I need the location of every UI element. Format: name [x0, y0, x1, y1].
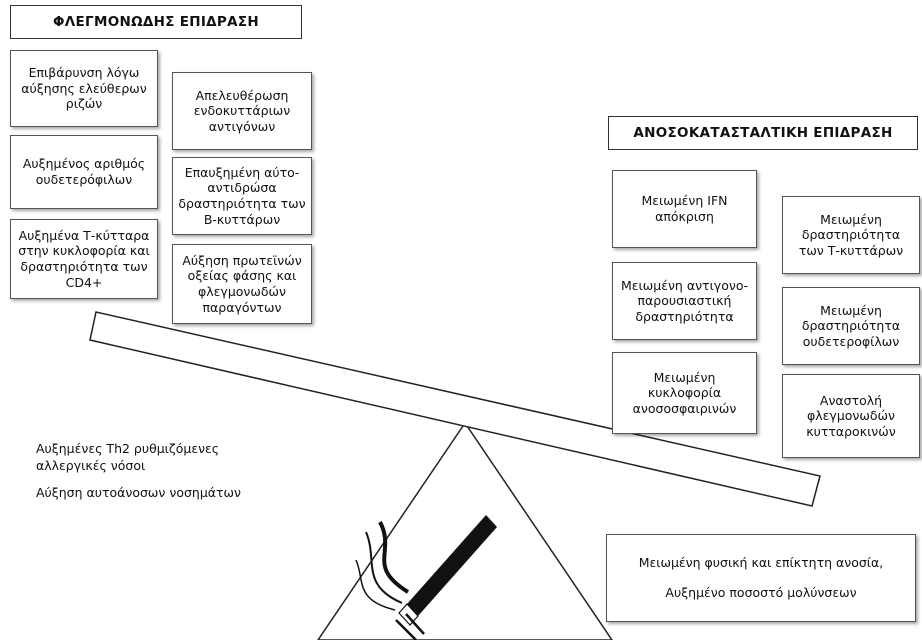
left-col2-item: Επαυξημένη αύτο-αντιδρώσα δραστηριότητα …: [172, 157, 312, 235]
fulcrum-triangle: [317, 421, 613, 640]
right-outcome-text: Μειωμένη φυσική και επίκτητη ανοσία,: [638, 555, 884, 571]
right-outcome-text: Αυξημένο ποσοστό μολύνσεων: [665, 585, 857, 600]
right-col2-item: Αναστολή φλεγμονωδών κυτταροκινών: [782, 374, 920, 458]
left-col1-item: Αυξημένος αριθμός ουδετερόφιλων: [10, 135, 158, 209]
left-col2-item: Αύξηση πρωτεϊνών οξείας φάσης και φλεγμο…: [172, 244, 312, 324]
cigarette-icon: [355, 515, 497, 626]
left-col1-item: Επιβάρυνση λόγω αύξησης ελεύθερων ριζών: [10, 50, 158, 127]
right-col2-item: Μειωμένη δραστηριότητα των Τ-κυττάρων: [782, 196, 920, 274]
balance-beam: [89, 311, 821, 507]
immunosuppressive-effect-title: ΑΝΟΣΟΚΑΤΑΣΤΑΛΤΙΚΗ ΕΠΙΔΡΑΣΗ: [608, 116, 918, 150]
left-outcomes: Αυξημένες Th2 ρυθμιζόμενες αλλεργικές νό…: [36, 441, 276, 512]
no-smoking-mark: [395, 613, 425, 640]
left-outcome-text: Αυξημένες Th2 ρυθμιζόμενες αλλεργικές νό…: [36, 441, 220, 473]
right-col1-item: Μειωμένη IFN απόκριση: [612, 170, 757, 248]
left-col1-item: Αυξημένα Τ-κύτταρα στην κυκλοφορία και δ…: [10, 219, 158, 299]
left-outcome-text: Αύξηση αυτοάνοσων νοσημάτων: [36, 484, 241, 500]
right-outcomes-box: Μειωμένη φυσική και επίκτητη ανοσία, Αυξ…: [606, 534, 916, 622]
right-col2-item: Μειωμένη δραστηριότητα ουδετεροφίλων: [782, 287, 920, 365]
left-col2-item: Απελευθέρωση ενδοκυττάριων αντιγόνων: [172, 72, 312, 150]
inflammatory-effect-title: ΦΛΕΓΜΟΝΩΔΗΣ ΕΠΙΔΡΑΣΗ: [10, 5, 302, 39]
right-col1-item: Μειωμένη αντιγονο-παρουσιαστική δραστηρι…: [612, 262, 757, 340]
right-col1-item: Μειωμένη κυκλοφορία ανοσοσφαιρινών: [612, 352, 757, 434]
